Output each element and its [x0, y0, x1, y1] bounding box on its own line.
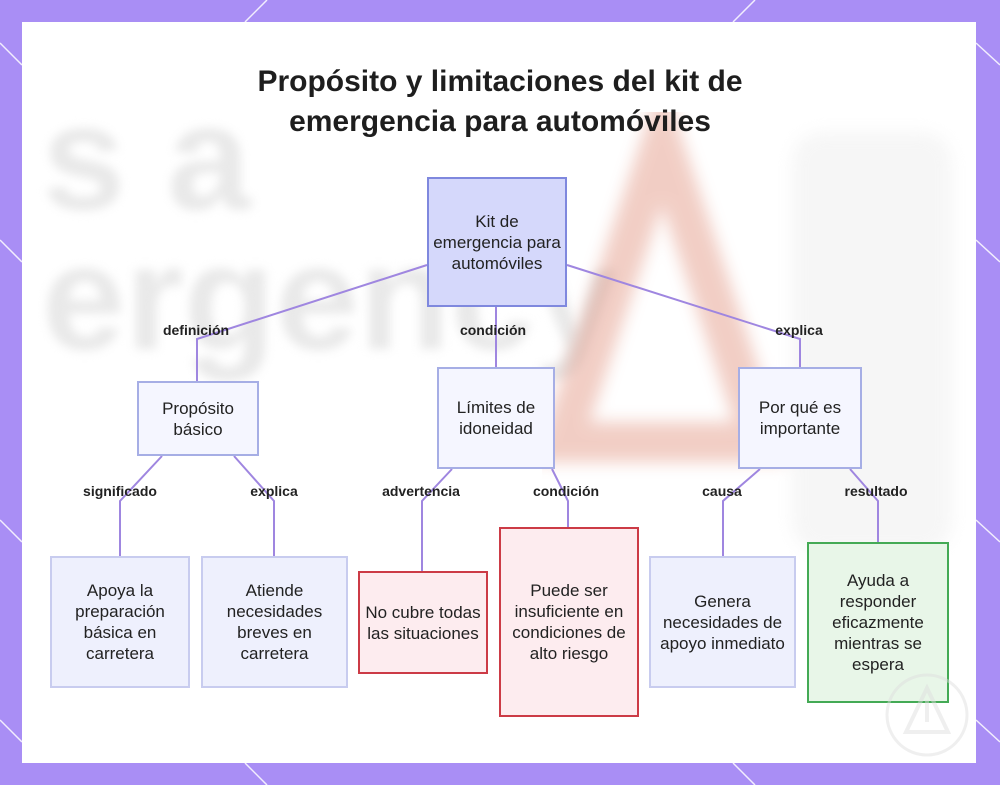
edge-label-condicion-root: condición: [460, 322, 526, 338]
edge-explica-root: [567, 265, 800, 367]
edge-explica-proposito: [234, 456, 274, 556]
edge-definicion: [197, 265, 427, 381]
node-importante[interactable]: Por qué es importante: [738, 367, 862, 469]
node-insuficiente[interactable]: Puede ser insuficiente en condiciones de…: [499, 527, 639, 717]
edge-label-advertencia: advertencia: [382, 483, 460, 499]
node-genera[interactable]: Genera necesidades de apoyo inmediato: [649, 556, 796, 688]
diagram-panel: s a ergency Propósito y limitaciones del…: [22, 22, 976, 763]
logo-badge-icon: [882, 670, 972, 760]
edge-label-definicion: definición: [163, 322, 229, 338]
node-proposito[interactable]: Propósito básico: [137, 381, 259, 456]
node-no-cubre[interactable]: No cubre todas las situaciones: [358, 571, 488, 674]
edge-significado: [120, 456, 162, 556]
node-limites[interactable]: Límites de idoneidad: [437, 367, 555, 469]
edge-resultado: [850, 469, 878, 542]
edge-label-explica-root: explica: [775, 322, 822, 338]
edge-label-condicion-limites: condición: [533, 483, 599, 499]
node-apoya[interactable]: Apoya la preparación básica en carretera: [50, 556, 190, 688]
node-root[interactable]: Kit de emergencia para automóviles: [427, 177, 567, 307]
edge-label-causa: causa: [702, 483, 742, 499]
edge-label-resultado: resultado: [844, 483, 907, 499]
edge-label-significado: significado: [83, 483, 157, 499]
node-atiende[interactable]: Atiende necesidades breves en carretera: [201, 556, 348, 688]
edge-label-explica-proposito: explica: [250, 483, 297, 499]
